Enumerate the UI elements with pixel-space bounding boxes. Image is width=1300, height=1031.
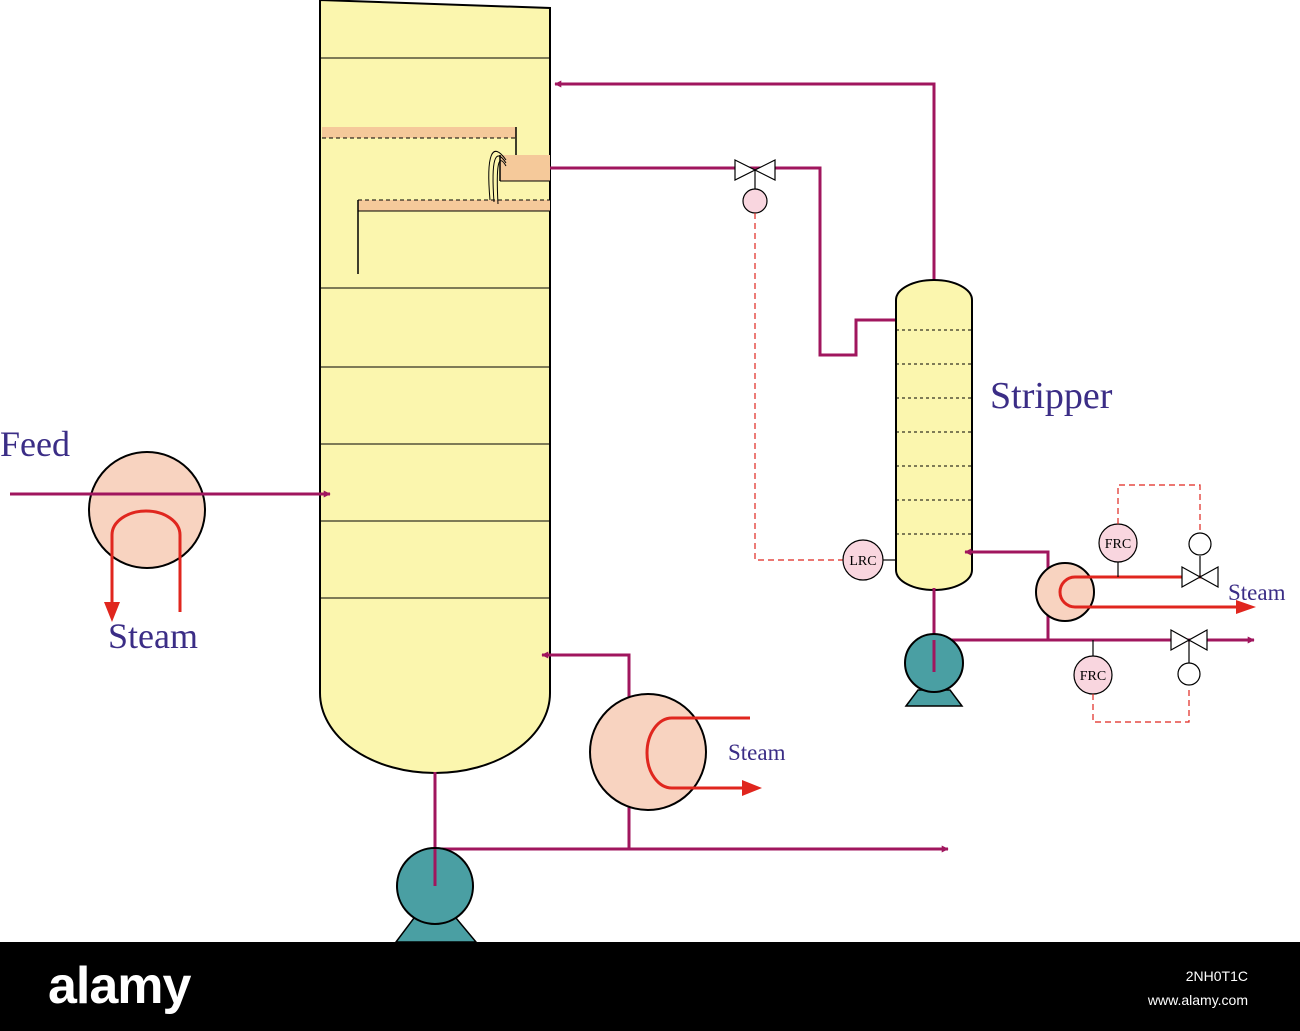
stripper-label: Stripper <box>990 375 1113 417</box>
feed-label: Feed <box>0 424 70 464</box>
lrc-instrument: LRC <box>842 539 896 581</box>
image-id: 2NH0T1C <box>1185 968 1248 984</box>
main-bottoms-pump <box>395 847 477 942</box>
feed-steam-label: Steam <box>108 616 198 656</box>
watermark-footer: alamy 2NH0T1C www.alamy.com <box>0 942 1300 1031</box>
side-draw-control-valve <box>734 159 776 214</box>
alamy-logo: alamy <box>48 957 191 1015</box>
reboiler-steam-label: Steam <box>728 740 786 765</box>
tray-detail <box>322 127 550 274</box>
stripper-steam-label: Steam <box>1228 580 1286 605</box>
frc-bottom-label: FRC <box>1080 669 1106 684</box>
side-draw-line <box>550 166 904 357</box>
lrc-signal-line <box>754 213 843 561</box>
footer-url: www.alamy.com <box>1147 992 1248 1008</box>
main-reboiler <box>589 693 762 811</box>
frc-top-label: FRC <box>1105 537 1131 552</box>
steam-outlet-arrow <box>104 602 120 622</box>
main-column-trays <box>320 57 550 599</box>
lrc-label: LRC <box>849 554 876 569</box>
stripper-vapor-return-line <box>554 80 936 280</box>
feed-preheater <box>88 451 206 622</box>
main-column <box>319 0 551 774</box>
process-flow-diagram: Feed Steam Stripper LRC <box>0 0 1286 942</box>
stripper-column <box>895 279 973 591</box>
frc-product-controller: FRC <box>1073 628 1208 723</box>
frc-steam-controller: FRC <box>1098 484 1219 589</box>
stripper-bottoms-pump <box>904 633 964 707</box>
stripper-reboiler <box>1035 562 1256 622</box>
